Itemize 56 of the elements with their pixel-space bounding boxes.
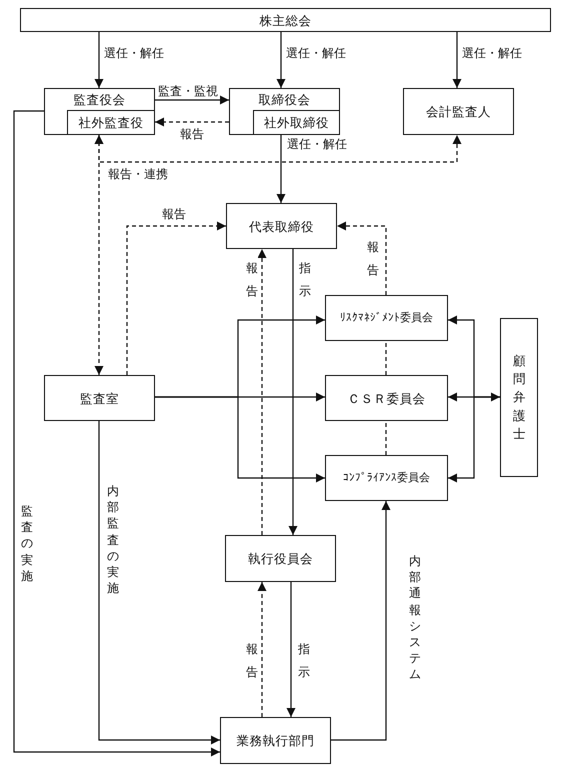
box-label: 監査役会: [74, 91, 126, 109]
box-label: 社外監査役: [78, 115, 144, 130]
box-label: 代表取締役: [249, 218, 314, 234]
arrow: [288, 249, 298, 535]
edge-label: 報告: [162, 207, 186, 222]
box-label: ﾘｽｸﾏﾈｼﾞﾒﾝﾄ委員会: [340, 311, 433, 325]
edge-label: 監査・監視: [158, 84, 218, 98]
box-label: ｺﾝﾌﾟﾗｲｱﾝｽ委員会: [343, 471, 430, 485]
arrow: [276, 32, 286, 88]
box-label: 業務執行部門: [236, 733, 314, 748]
box-label: 会計監査人: [426, 104, 491, 119]
process-box: [44, 88, 155, 135]
arrow: [13, 110, 220, 756]
process-box: [500, 318, 538, 477]
arrow: [286, 582, 296, 717]
process-box: [403, 88, 514, 135]
box-label: 監査室: [80, 390, 119, 406]
box-label: 執行役員会: [248, 551, 313, 566]
arrow: [258, 582, 266, 717]
arrow: [94, 32, 104, 88]
edge-label: 選任・解任: [104, 46, 164, 60]
edge-label: 報告・連携: [108, 167, 168, 182]
arrow: [155, 96, 229, 104]
arrow: [448, 392, 500, 402]
arrow: [258, 249, 266, 535]
arrow: [276, 135, 286, 203]
edge-label: 選任・解任: [462, 46, 522, 60]
arrow: [94, 135, 104, 375]
process-box: [220, 717, 331, 764]
edge-label: 監査の実施: [21, 503, 33, 584]
process-box: [44, 375, 155, 421]
box-label: 株主総会: [260, 12, 312, 28]
arrow: [337, 222, 387, 295]
arrow: [126, 222, 226, 375]
arrow: [155, 396, 325, 482]
process-box: [226, 203, 337, 249]
process-box: [325, 375, 448, 421]
arrow: [452, 32, 462, 88]
box-label: 顧問弁護士: [512, 352, 526, 443]
process-box: [229, 88, 340, 135]
edge-label: 内部監査の実施: [107, 483, 119, 596]
process-box: [225, 535, 336, 582]
edge-label: 選任・解任: [286, 46, 346, 60]
arrow: [155, 118, 229, 126]
process-box: [325, 455, 448, 501]
box-label: ＣＳＲ委員会: [348, 390, 426, 406]
process-box: [325, 295, 448, 341]
edge-label: 選任・解任: [287, 137, 347, 152]
edge-label: 報告: [180, 127, 204, 142]
sub-box: [67, 110, 155, 135]
sub-box: [253, 110, 340, 135]
box-label: 取締役会: [258, 91, 310, 109]
arrow: [331, 501, 390, 741]
process-box: [20, 8, 551, 32]
box-label: 社外取締役: [264, 115, 329, 130]
arrow: [98, 421, 220, 744]
